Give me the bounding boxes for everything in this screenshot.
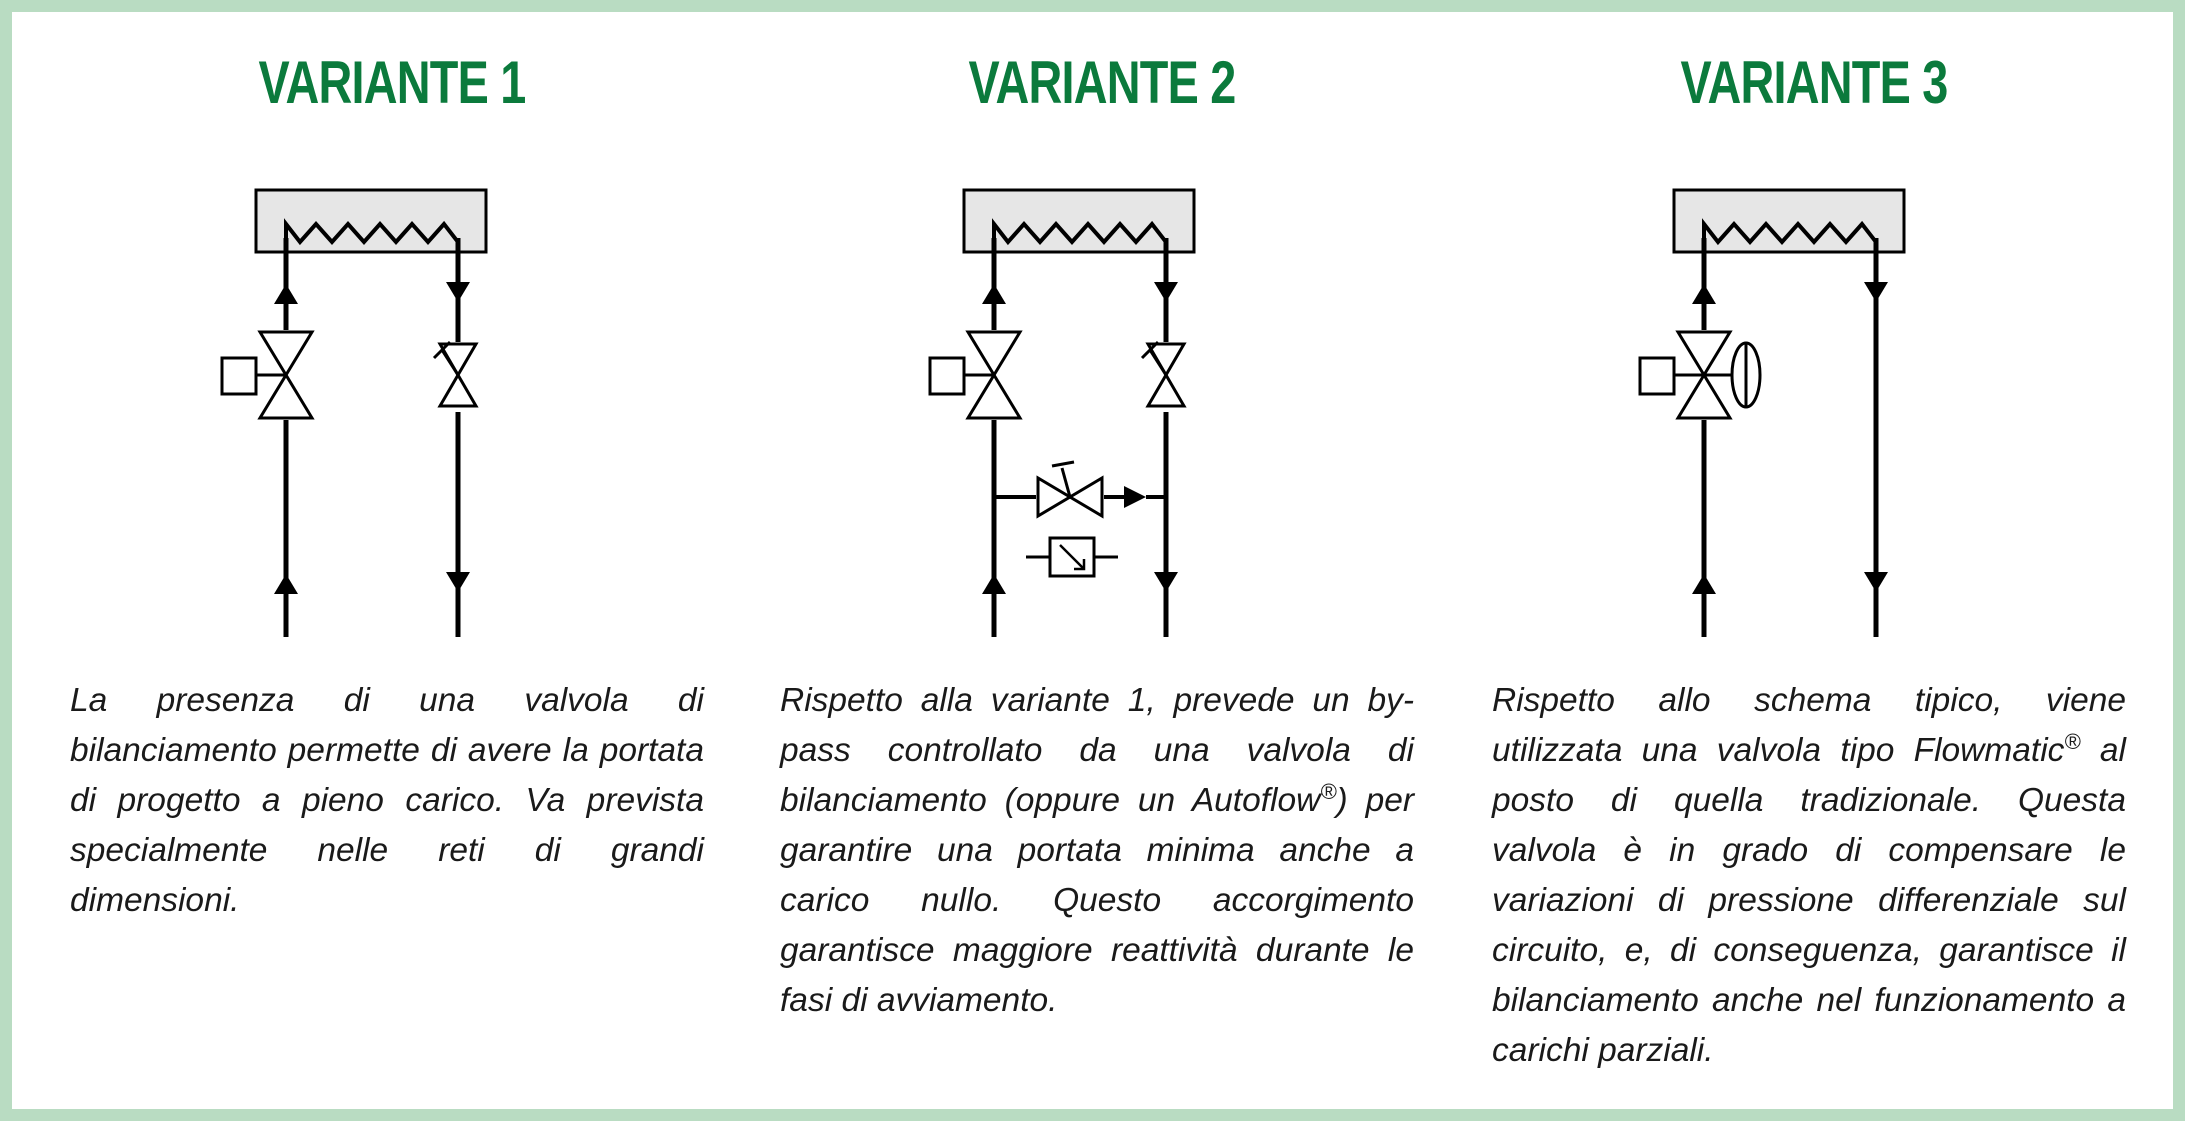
flow-arrow-right-icon [1124, 486, 1146, 508]
flow-arrow-down-icon [1864, 282, 1888, 302]
variant-2-title: VARIANTE 2 [968, 49, 1237, 116]
registered-mark: ® [1320, 778, 1337, 804]
bypass-line [994, 486, 1166, 508]
variant-2-text-after: ) per garantire una portata minima anche… [780, 782, 1414, 1019]
terminal-unit-box [1672, 188, 1906, 254]
heat-exchanger-coil [284, 218, 460, 260]
registered-mark: ® [2064, 728, 2081, 754]
flow-arrow-up-icon [982, 284, 1006, 304]
manual-valve-icon [432, 340, 479, 408]
variant-2-column: VARIANTE 2 [772, 12, 1432, 1112]
flowmatic-valve-icon [1638, 330, 1762, 420]
terminal-unit-box [254, 188, 488, 254]
heat-exchanger-coil [992, 218, 1168, 260]
variant-1-description: La presenza di una valvola di bilanciame… [70, 682, 704, 919]
variant-2-description: Rispetto alla variante 1, prevede un by-… [780, 676, 1414, 1026]
flow-arrow-up-icon [274, 284, 298, 304]
variant-1-title: VARIANTE 1 [258, 49, 527, 116]
bypass-balancing-valve-icon [1036, 460, 1104, 519]
variant-3-column: VARIANTE 3 Rispetto allo schema [1484, 12, 2144, 1112]
heat-exchanger-coil [1702, 218, 1878, 260]
variant-3-description: Rispetto allo schema tipico, viene utili… [1492, 676, 2126, 1076]
flow-arrow-up-icon [1692, 284, 1716, 304]
variant-2-text-before: Rispetto alla variante 1, prevede un by-… [780, 682, 1414, 819]
variant-3-text-before: Rispetto allo schema tipico, viene utili… [1492, 682, 2126, 769]
variant-3-text-after: al posto di quella tradizionale. Questa … [1492, 732, 2126, 1069]
variant-2-diagram [928, 188, 1196, 637]
balancing-valve-actuated-icon [928, 330, 1023, 420]
variant-3-title: VARIANTE 3 [1680, 49, 1949, 116]
variant-1-diagram [220, 188, 488, 637]
flow-arrow-down-icon [1864, 572, 1888, 592]
terminal-unit-box [962, 188, 1196, 254]
flow-arrow-down-icon [1154, 282, 1178, 302]
flow-arrow-up-icon [274, 574, 298, 594]
flow-arrow-down-icon [446, 572, 470, 592]
flow-arrow-down-icon [446, 282, 470, 302]
flow-arrow-down-icon [1154, 572, 1178, 592]
variant-1-column: VARIANTE 1 [62, 12, 722, 1112]
flow-arrow-up-icon [982, 574, 1006, 594]
variant-3-diagram [1638, 188, 1906, 637]
autoflow-icon [1026, 536, 1118, 578]
flow-arrow-up-icon [1692, 574, 1716, 594]
balancing-valve-actuated-icon [220, 330, 315, 420]
manual-valve-icon [1140, 340, 1187, 408]
